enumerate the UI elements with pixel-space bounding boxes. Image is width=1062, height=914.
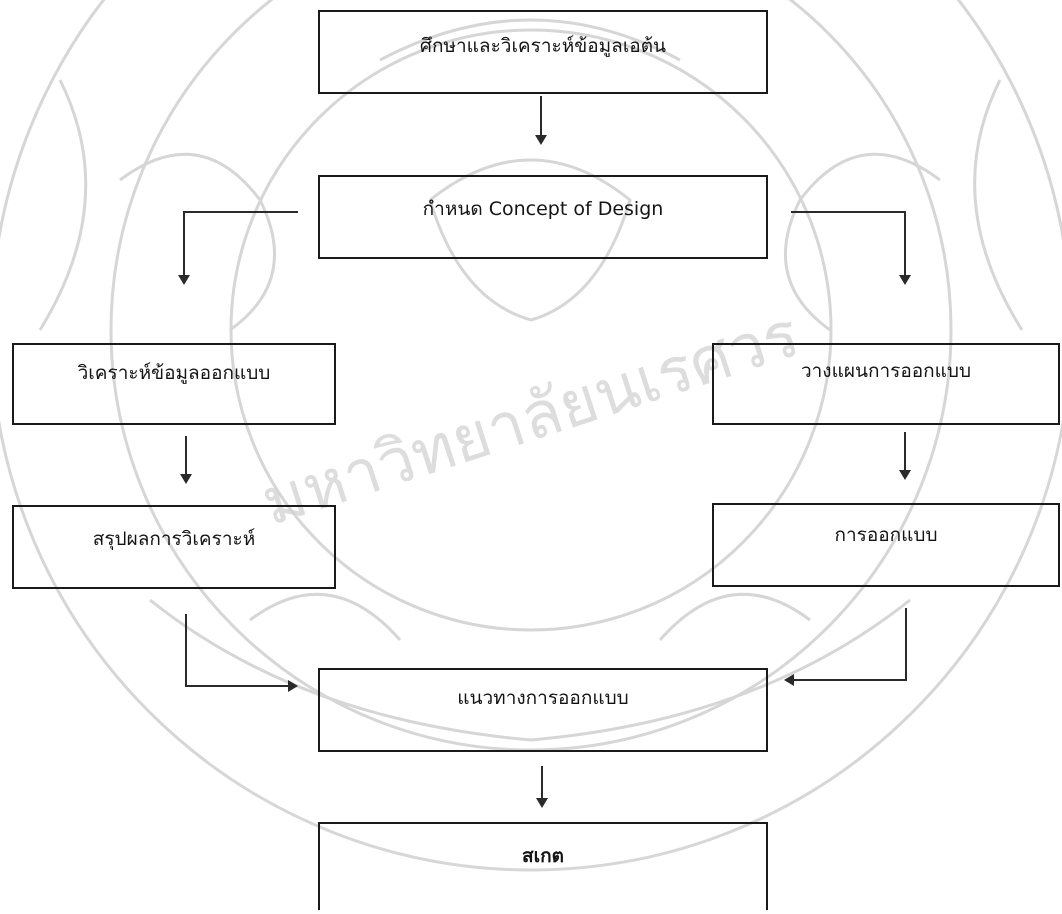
node-concept: กำหนด Concept of Design — [318, 175, 768, 259]
node-study: ศึกษาและวิเคราะห์ข้อมูลเอต้น — [318, 10, 768, 94]
node-summary-label: สรุปผลการวิเคราะห์ — [92, 528, 256, 550]
edge-concept-analyze — [178, 211, 298, 285]
node-analyze: วิเคราะห์ข้อมูลออกแบบ — [12, 343, 336, 425]
node-sketch-label: สเกต — [522, 845, 564, 867]
node-plan: วางแผนการออกแบบ — [712, 343, 1060, 425]
edge-design-guideline — [784, 608, 907, 686]
node-guideline: แนวทางการออกแบบ — [318, 668, 768, 752]
node-plan-label: วางแผนการออกแบบ — [800, 360, 972, 382]
node-sketch: สเกต — [318, 822, 768, 910]
node-analyze-label: วิเคราะห์ข้อมูลออกแบบ — [77, 362, 271, 384]
node-design: การออกแบบ — [712, 503, 1060, 587]
node-summary: สรุปผลการวิเคราะห์ — [12, 505, 336, 589]
node-concept-label: กำหนด Concept of Design — [422, 198, 664, 220]
edge-summary-guideline — [185, 614, 298, 692]
edge-concept-plan — [791, 211, 911, 285]
node-design-label: การออกแบบ — [834, 524, 938, 546]
node-study-label: ศึกษาและวิเคราะห์ข้อมูลเอต้น — [419, 35, 667, 57]
node-guideline-label: แนวทางการออกแบบ — [457, 687, 629, 709]
